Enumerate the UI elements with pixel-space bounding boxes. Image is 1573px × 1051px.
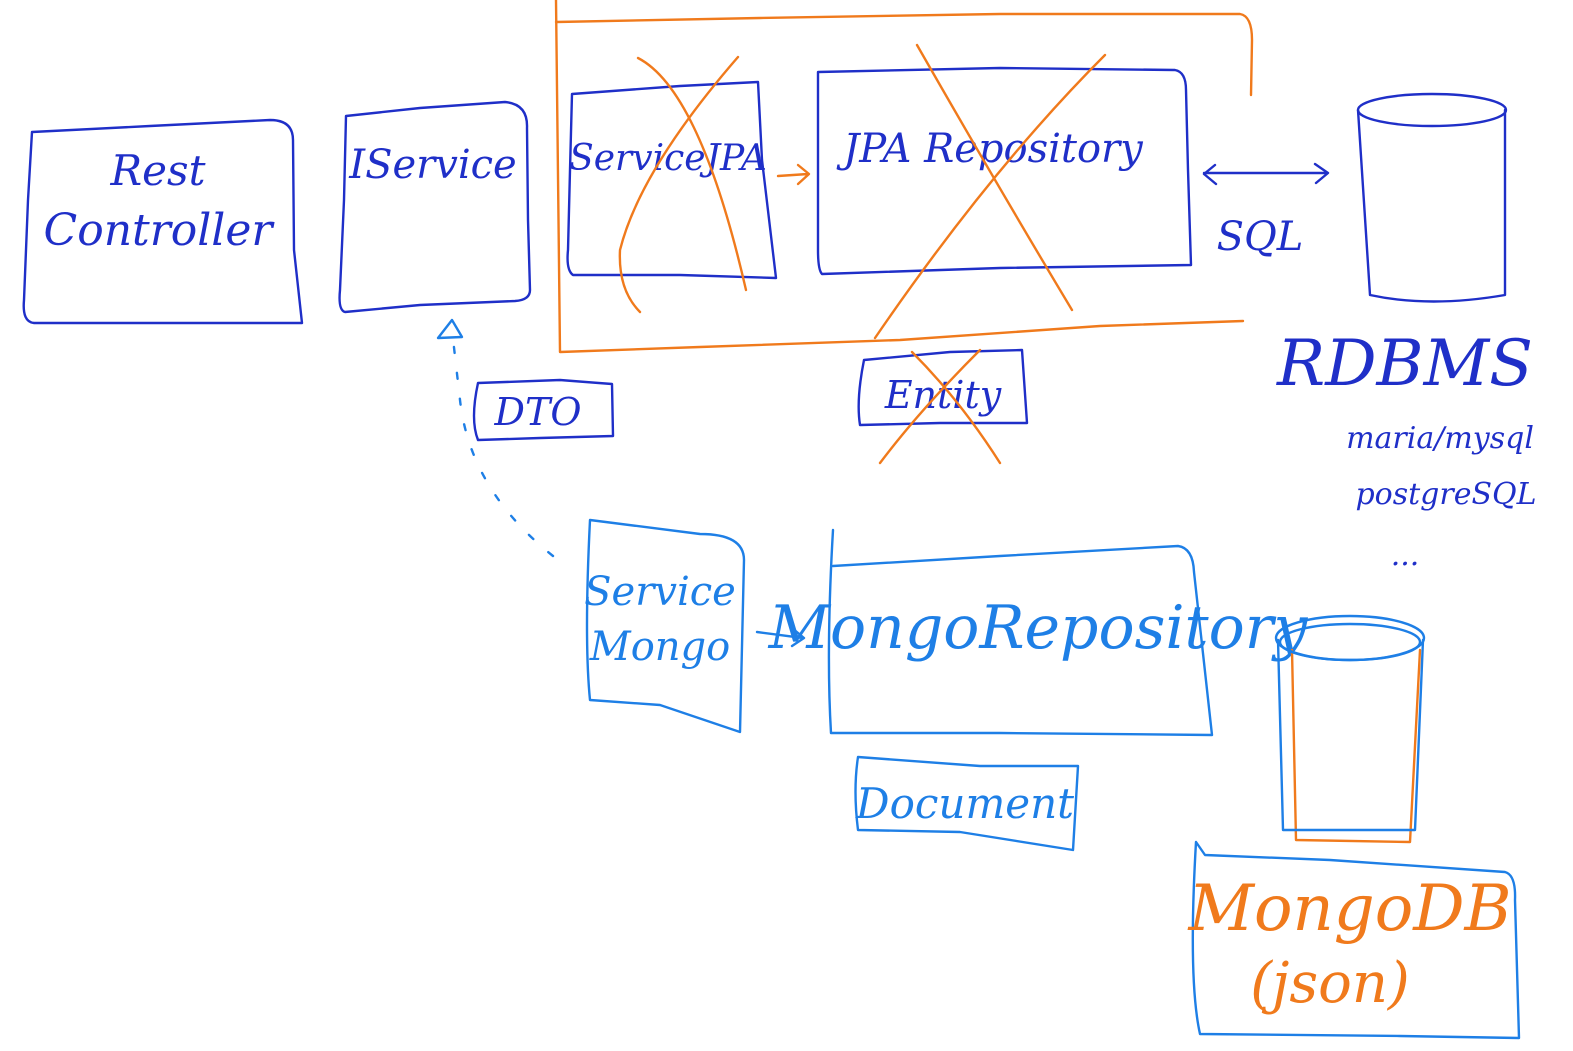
implements-iservice-arrow <box>436 318 555 558</box>
service-jpa-label: ServiceJPA <box>569 138 767 179</box>
mongodb-database-icon <box>1274 614 1426 844</box>
service-mongo-node: Service Mongo <box>584 518 746 734</box>
rdbms-example-2: postgreSQL <box>1355 477 1536 512</box>
service-jpa-strike <box>618 55 748 314</box>
mongodb-label-line2: (json) <box>1250 951 1410 1016</box>
entity-label: Entity <box>884 373 1002 417</box>
jpa-repository-node: JPA Repository <box>816 43 1193 340</box>
entity-node: Entity <box>857 348 1029 465</box>
document-label: Document <box>855 779 1074 828</box>
mongo-repository-label: MongoRepository <box>768 593 1309 663</box>
rdbms-database-icon <box>1356 92 1508 303</box>
rdbms-example-3: ... <box>1391 538 1420 573</box>
iservice-node: IService <box>338 100 532 314</box>
service-jpa-to-repo-arrow <box>776 163 811 186</box>
mongodb-label-line1: MongoDB <box>1187 872 1511 946</box>
mongo-repository-node: MongoRepository <box>768 528 1309 737</box>
rest-controller-label-line2: Controller <box>44 205 276 256</box>
mongodb-node: MongoDB (json) <box>1187 840 1521 1040</box>
rest-controller-label-line1: Rest <box>110 146 206 195</box>
service-mongo-to-repo-arrow <box>755 626 806 648</box>
jpa-layer-frame <box>554 0 1254 354</box>
sql-label: SQL <box>1217 214 1304 260</box>
service-mongo-label-line2: Mongo <box>589 624 731 670</box>
rdbms-label: RDBMS <box>1276 327 1533 401</box>
service-jpa-node: ServiceJPA <box>566 55 778 314</box>
rdbms-example-1: maria/mysql <box>1346 421 1534 456</box>
sql-link: SQL <box>1202 162 1330 260</box>
jpa-repository-strike <box>873 43 1107 340</box>
dto-node: DTO <box>472 378 615 442</box>
jpa-repository-label: JPA Repository <box>836 126 1144 172</box>
dto-label: DTO <box>494 390 582 434</box>
service-mongo-label-line1: Service <box>584 569 736 615</box>
rest-controller-node: Rest Controller <box>22 118 304 325</box>
document-node: Document <box>854 755 1080 852</box>
iservice-label: IService <box>348 142 516 188</box>
entity-strike <box>878 348 1002 465</box>
